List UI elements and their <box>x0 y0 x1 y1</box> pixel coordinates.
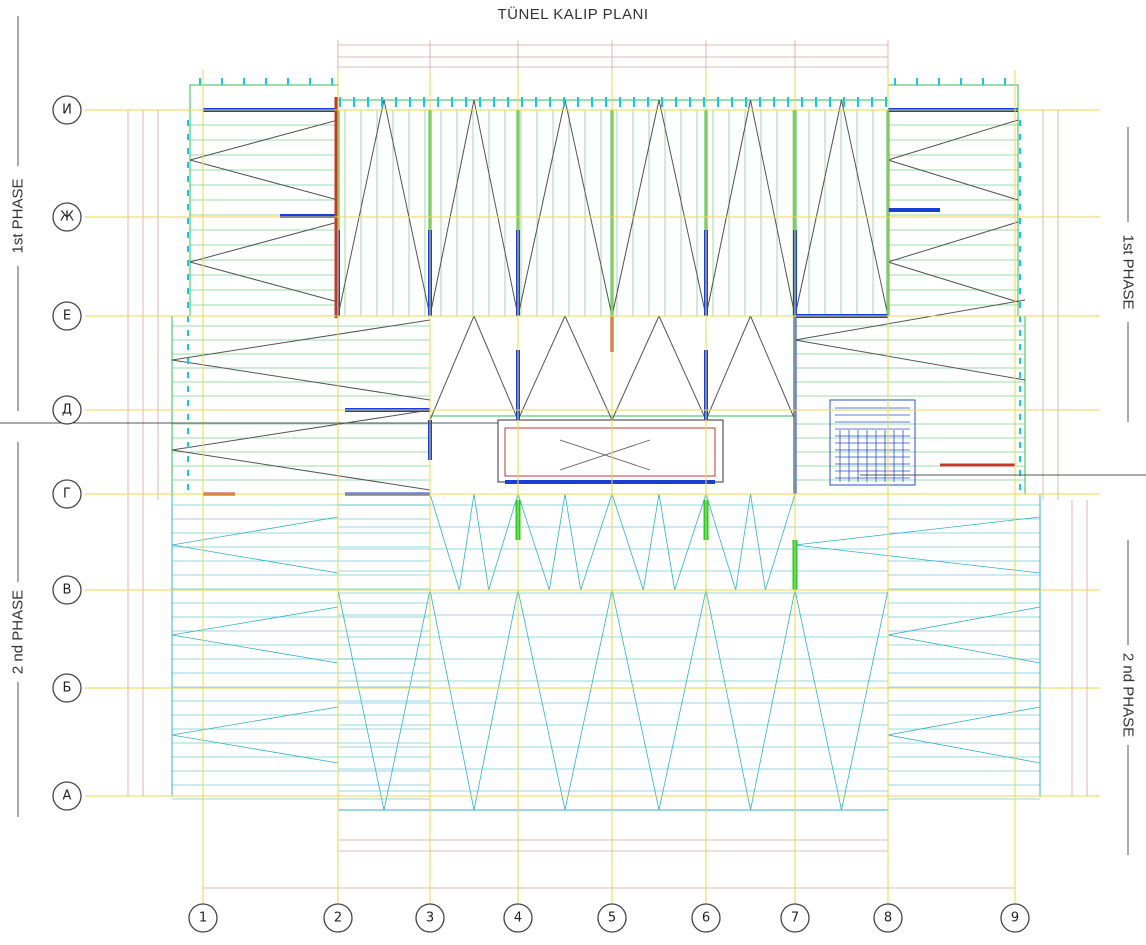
phase-label-text: 1st PHASE <box>1120 234 1137 309</box>
row-axis-label: В <box>63 583 72 598</box>
row-axis-bubbles: И Ж Е Д Г В Б А <box>52 95 82 811</box>
drawing-title: TÜNEL KALIP PLANI <box>497 6 649 23</box>
column-axis-label: 3 <box>426 911 434 926</box>
formwork-triangles <box>171 99 1026 491</box>
column-axis-bubble <box>780 903 810 933</box>
shear-walls <box>203 97 1018 590</box>
core-stair-area <box>497 419 724 484</box>
column-axis-label: 7 <box>791 911 799 926</box>
column-axis-label: 2 <box>334 911 342 926</box>
row-axis-label: Е <box>63 309 71 324</box>
column-axis-bubble <box>415 903 445 933</box>
row-axis-label: Г <box>63 487 71 502</box>
phase-label-text: 1st PHASE <box>10 178 27 253</box>
phase-label-text: 2 nd PHASE <box>10 590 27 674</box>
cyan-tick-marks <box>187 78 1021 490</box>
column-axis-bubbles: 1 2 3 4 5 6 7 8 9 <box>188 903 1030 933</box>
column-axis-label: 1 <box>199 911 207 926</box>
row-axis-bubble <box>52 673 82 703</box>
phase-2-formwork <box>171 493 1041 811</box>
row-axis-bubble <box>52 479 82 509</box>
phase-label-right-top: 1st PHASE <box>1120 127 1137 422</box>
row-axis-label: И <box>62 103 72 118</box>
column-axis-bubble <box>691 903 721 933</box>
phase-label-left-top: 1st PHASE <box>10 16 27 411</box>
phase-labels: 1st PHASE 2 nd PHASE 1st PHASE 2 nd PHASE <box>10 16 1137 855</box>
row-axis-label: Ж <box>60 210 74 225</box>
column-axis-bubble <box>323 903 353 933</box>
row-axis-bubble <box>52 395 82 425</box>
column-axis-label: 5 <box>608 911 616 926</box>
column-axis-bubble <box>503 903 533 933</box>
column-axis-bubble <box>873 903 903 933</box>
column-axis-label: 4 <box>514 911 522 926</box>
column-axis-bubble <box>1000 903 1030 933</box>
row-axis-label: А <box>63 789 72 804</box>
column-axis-label: 6 <box>702 911 710 926</box>
phase-label-left-bottom: 2 nd PHASE <box>10 442 27 817</box>
row-axis-label: Д <box>62 403 72 418</box>
phase-1-formwork <box>171 84 1026 495</box>
stair-well <box>829 399 916 486</box>
row-axis-bubble <box>52 95 82 125</box>
column-axis-label: 9 <box>1011 911 1019 926</box>
grid-axes <box>0 70 1146 905</box>
row-axis-bubble <box>52 575 82 605</box>
row-axis-bubble <box>52 301 82 331</box>
phase-label-text: 2 nd PHASE <box>1120 653 1137 737</box>
row-axis-label: Б <box>63 681 72 696</box>
row-axis-bubble <box>52 202 82 232</box>
column-axis-bubble <box>188 903 218 933</box>
column-axis-label: 8 <box>884 911 892 926</box>
phase-label-right-bottom: 2 nd PHASE <box>1120 540 1137 855</box>
column-axis-bubble <box>597 903 627 933</box>
row-axis-bubble <box>52 781 82 811</box>
